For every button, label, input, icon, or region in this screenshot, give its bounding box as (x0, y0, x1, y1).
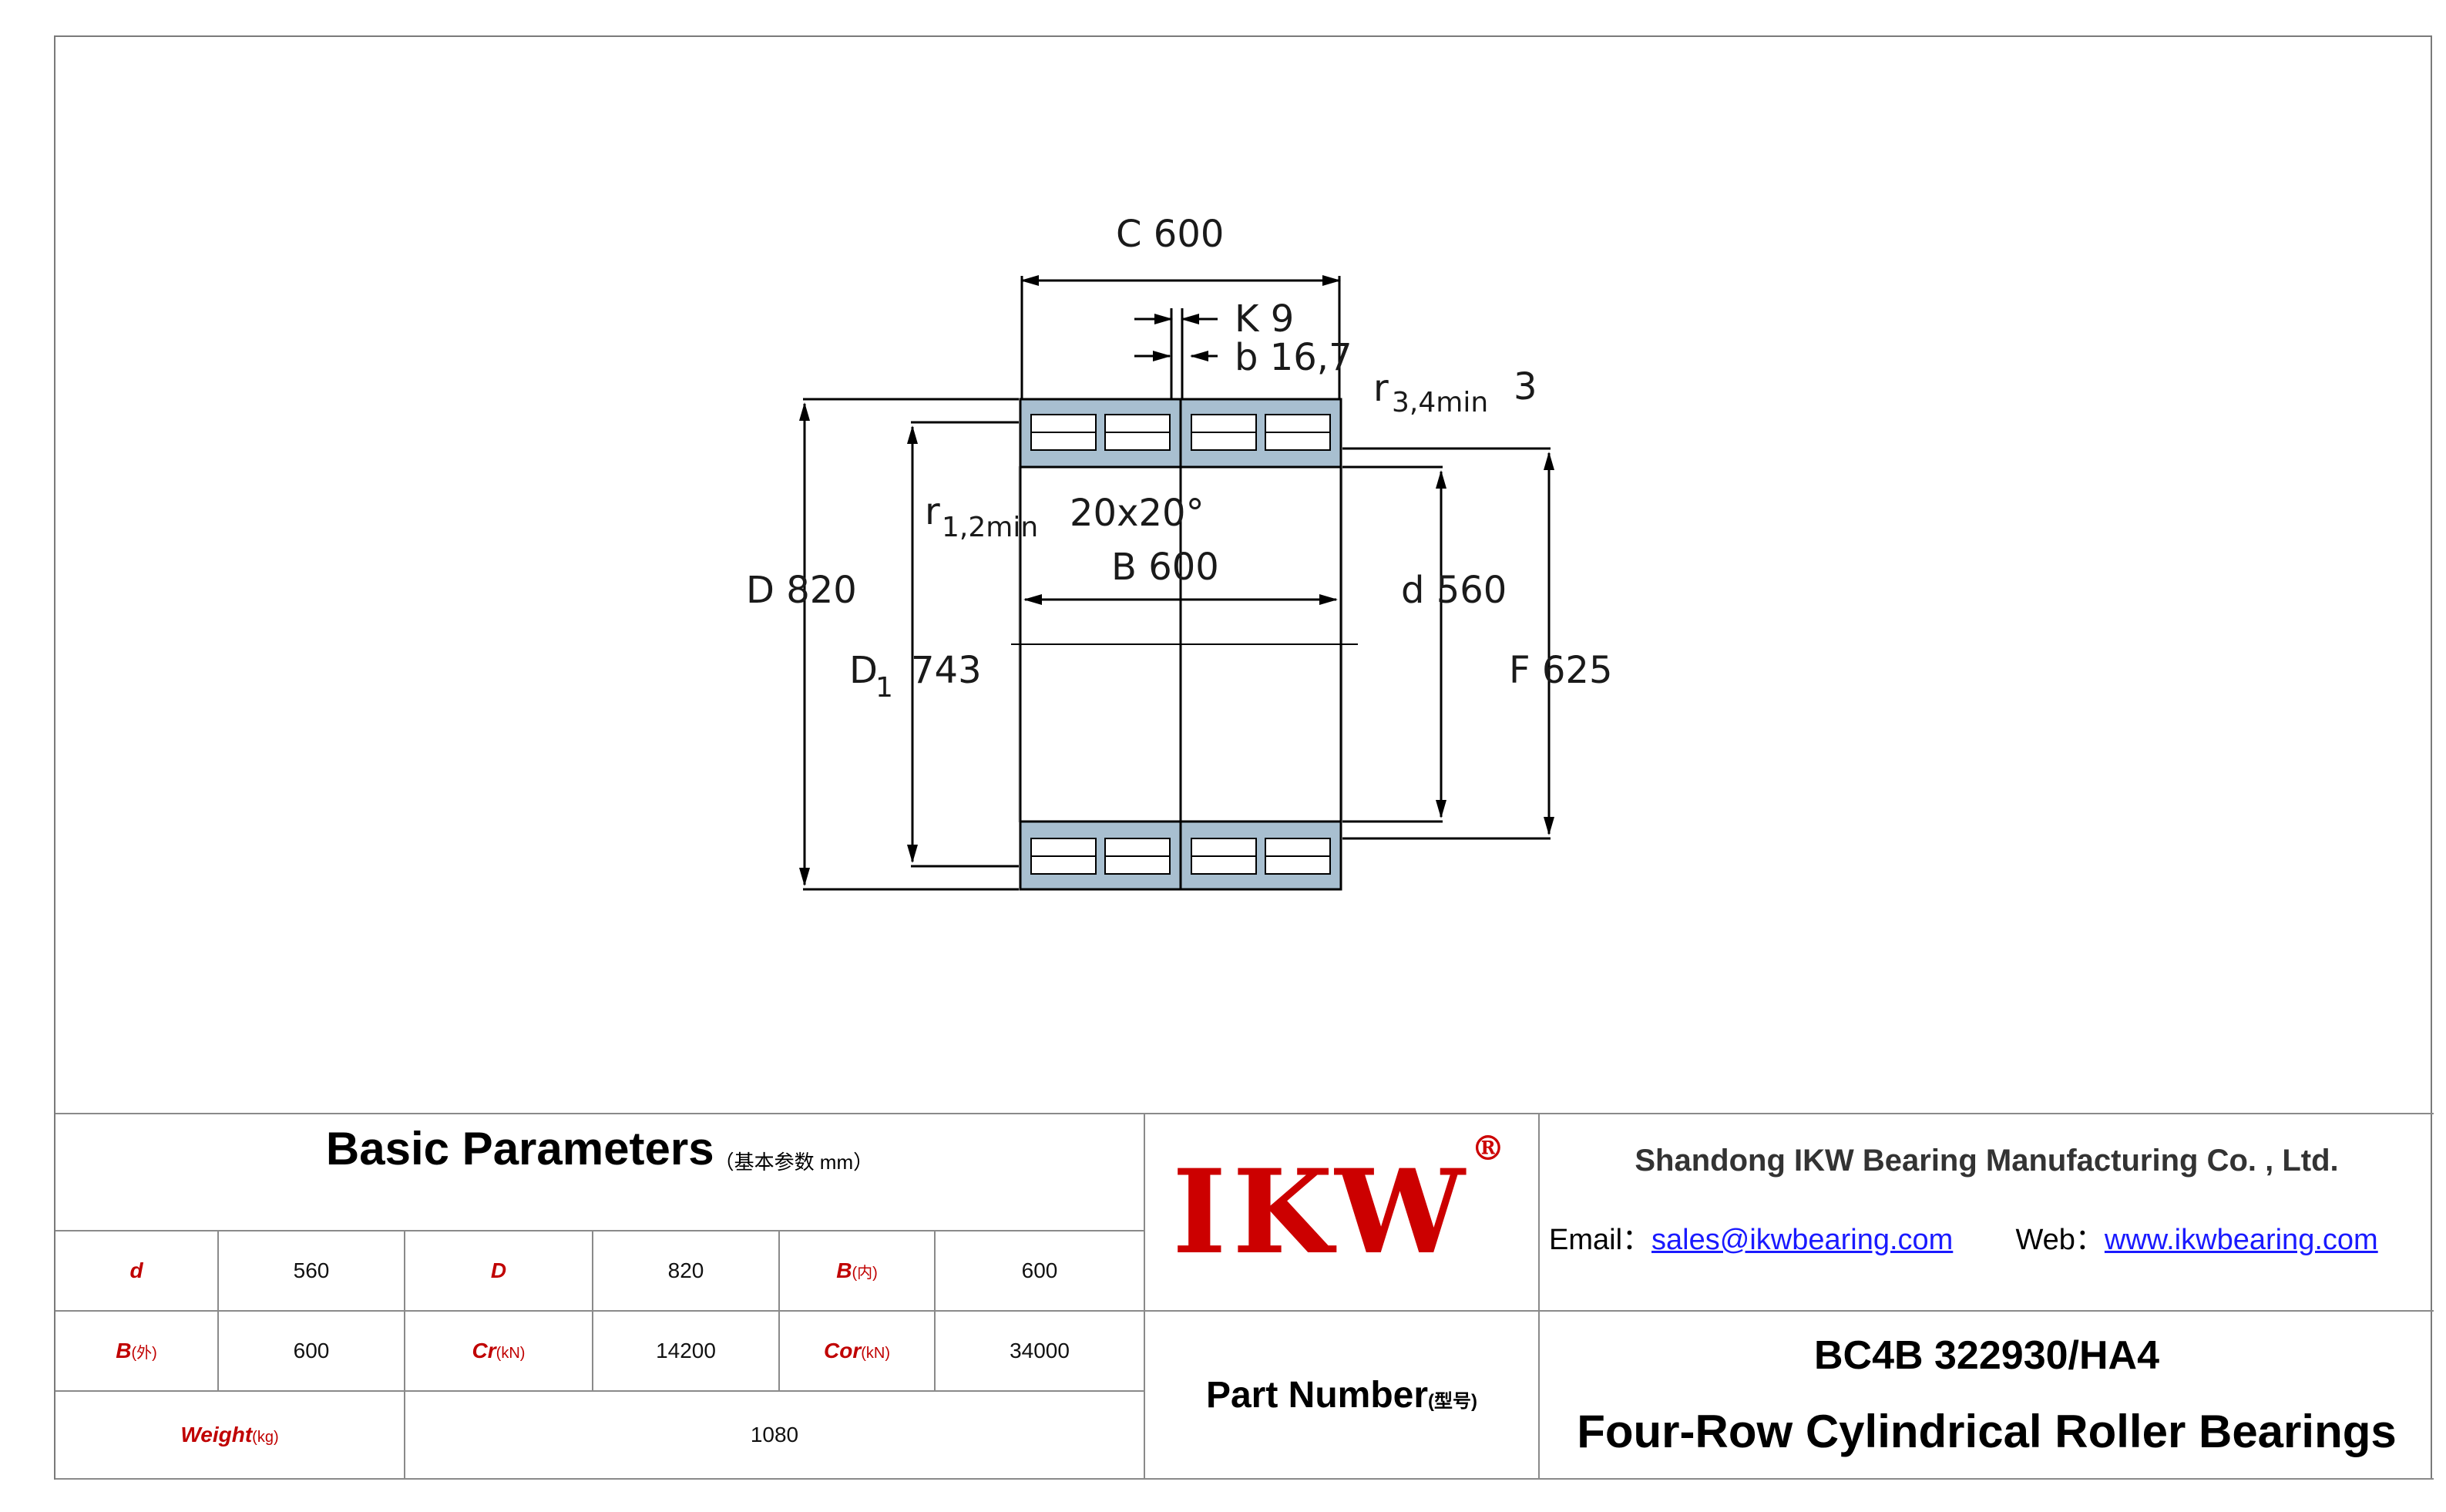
dim-r34-sub: 3,4min (1392, 387, 1488, 418)
web-link[interactable]: www.ikwbearing.com (2104, 1224, 2378, 1256)
bearing-drawing: C 600 K 9 b 16,7 r 3,4min 3 r 1,2min 20x… (746, 213, 1612, 891)
dim-chamfer: 20x20° (1070, 492, 1205, 535)
dim-r12-sub: 1,2min (942, 512, 1038, 543)
param-label-B-inner: B(内) (780, 1231, 936, 1312)
param-label-weight: Weight(kg) (55, 1392, 405, 1480)
rollers-bottom (1030, 838, 1331, 875)
dim-r34-val: 3 (1514, 365, 1537, 408)
dim-d: d 560 (1401, 569, 1507, 612)
param-value-weight: 1080 (405, 1392, 1145, 1480)
company-cell: Shandong IKW Bearing Manufacturing Co. ,… (1540, 1114, 2434, 1312)
email-link[interactable]: sales@ikwbearing.com (1651, 1224, 1954, 1256)
part-number-sub: (型号) (1428, 1390, 1478, 1412)
rollers-top (1030, 414, 1331, 451)
logo-cell: IKW® (1145, 1114, 1540, 1312)
param-label-Cr: Cr(kN) (405, 1312, 593, 1392)
dim-F: F 625 (1509, 649, 1612, 692)
info-block-divider (55, 1113, 2434, 1114)
dim-B: B 600 (1111, 546, 1219, 589)
param-label-D: D (405, 1231, 593, 1312)
dim-D1-sub: 1 (875, 672, 893, 704)
model-number: BC4B 322930/HA4 (1813, 1332, 2160, 1378)
param-value-d: 560 (219, 1231, 405, 1312)
email-label: Email： (1549, 1224, 1652, 1256)
ikw-logo: IKW® (1172, 1129, 1511, 1280)
company-name: Shandong IKW Bearing Manufacturing Co. ,… (1635, 1144, 2339, 1178)
dim-K: K 9 (1235, 297, 1294, 341)
params-header: Basic Parameters （基本参数 mm） (55, 1114, 1145, 1231)
param-value-D: 820 (593, 1231, 780, 1312)
params-title-unit: （基本参数 mm） (714, 1151, 874, 1174)
part-number-label: Part Number (1205, 1374, 1429, 1416)
param-label-Cor: Cor(kN) (780, 1312, 936, 1392)
param-label-d: d (55, 1231, 219, 1312)
param-value-B-outer: 600 (219, 1312, 405, 1392)
params-title: Basic Parameters (325, 1123, 714, 1174)
dim-D1: D (849, 649, 878, 692)
dimension-lines (799, 275, 1554, 891)
param-label-B-outer: B(外) (55, 1312, 219, 1392)
product-type: Four-Row Cylindrical Roller Bearings (1577, 1405, 2397, 1457)
web-label: Web： (2015, 1224, 2105, 1256)
dim-r34: r (1373, 367, 1389, 410)
bearing-section (1011, 398, 1358, 891)
dim-D: D 820 (746, 569, 857, 612)
company-contacts: Email：sales@ikwbearing.com Web：www.ikwbe… (1549, 1215, 2378, 1258)
param-value-Cr: 14200 (593, 1312, 780, 1392)
drawing-sheet: C 600 K 9 b 16,7 r 3,4min 3 r 1,2min 20x… (54, 35, 2434, 1480)
dim-D1-val: 743 (911, 649, 982, 692)
part-number-label-cell: Part Number(型号) (1145, 1312, 1540, 1480)
dim-r12: r (925, 490, 940, 533)
dim-C: C 600 (1116, 213, 1224, 256)
dim-b: b 16,7 (1235, 336, 1352, 379)
param-value-Cor: 34000 (936, 1312, 1145, 1392)
param-value-B-inner: 600 (936, 1231, 1145, 1312)
model-cell: BC4B 322930/HA4 Four-Row Cylindrical Rol… (1540, 1312, 2434, 1480)
